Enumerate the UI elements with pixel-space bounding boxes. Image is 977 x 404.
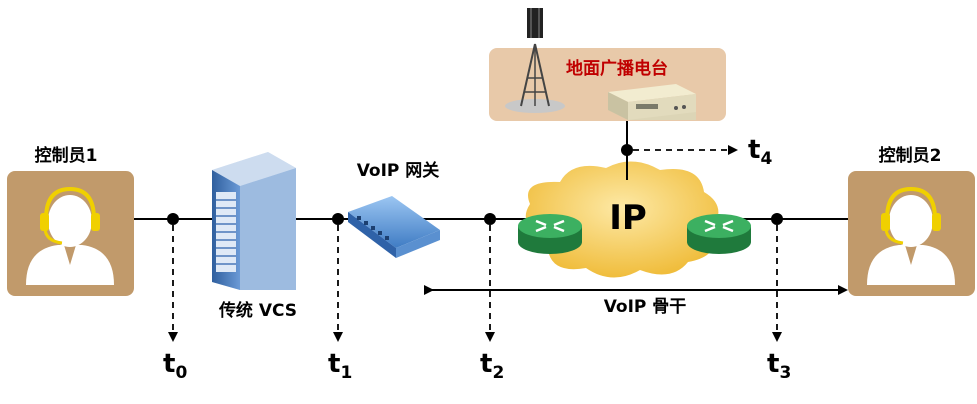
time-label-t2-sub: 2	[492, 363, 504, 383]
tap-point-t4	[621, 144, 738, 156]
time-label-t4-sub: 4	[760, 149, 772, 169]
controller-left	[7, 171, 134, 296]
tap-point-t2	[484, 213, 496, 342]
controller-left-label: 控制员1	[35, 145, 98, 166]
time-label-t2: t2	[480, 349, 504, 383]
headset-operator-icon	[867, 186, 955, 285]
radio-tower-icon	[505, 8, 565, 113]
ground-station-label: 地面广播电台	[566, 58, 668, 79]
network-switch-icon	[348, 196, 440, 258]
legacy-vcs-label: 传统 VCS	[218, 300, 297, 321]
time-label-t0-base: t	[163, 349, 175, 379]
router-icon	[687, 214, 751, 254]
server-rack-icon	[212, 152, 296, 290]
ip-cloud-label: IP	[609, 198, 647, 238]
router-icon	[518, 214, 582, 254]
time-label-t4: t4	[748, 135, 772, 169]
time-label-t0-sub: 0	[175, 363, 187, 383]
headset-operator-icon	[26, 186, 114, 285]
time-label-t2-base: t	[480, 349, 492, 379]
backbone-label: VoIP 骨干	[604, 297, 687, 317]
time-label-t0: t0	[163, 349, 187, 383]
time-label-t1-sub: 1	[340, 363, 352, 383]
voip-gateway-label: VoIP 网关	[357, 160, 440, 181]
time-label-t3: t3	[767, 349, 791, 383]
tap-point-t0	[167, 213, 179, 342]
time-label-t4-base: t	[748, 135, 760, 165]
tap-point-t3	[771, 213, 783, 342]
time-label-t1-base: t	[328, 349, 340, 379]
radio-transceiver-icon	[608, 84, 696, 120]
controller-right	[848, 171, 975, 296]
time-label-t3-sub: 3	[779, 363, 791, 383]
tap-point-t1	[332, 213, 344, 342]
time-label-t3-base: t	[767, 349, 779, 379]
controller-right-label: 控制员2	[879, 145, 942, 166]
time-label-t1: t1	[328, 349, 352, 383]
